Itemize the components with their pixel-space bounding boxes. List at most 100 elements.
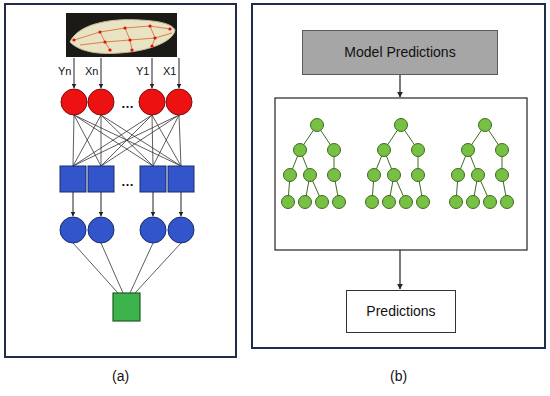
landmark bbox=[72, 38, 75, 41]
tree-node bbox=[400, 196, 413, 209]
input-arrow bbox=[74, 58, 75, 88]
coordinate-label: X1 bbox=[163, 66, 176, 77]
wing-vein bbox=[150, 26, 155, 46]
connection bbox=[101, 115, 102, 166]
flow-arrow bbox=[399, 75, 400, 97]
connection bbox=[73, 115, 101, 166]
input-arrow bbox=[152, 58, 153, 88]
activation-arrow bbox=[101, 192, 102, 216]
tree-node bbox=[333, 196, 346, 209]
connection bbox=[153, 115, 179, 166]
wing-vein bbox=[100, 32, 110, 50]
panel-label: (a) bbox=[112, 369, 129, 383]
landmark bbox=[168, 27, 171, 30]
landmark bbox=[108, 48, 111, 51]
tree-node bbox=[311, 119, 324, 132]
box-text: Model Predictions bbox=[340, 44, 459, 61]
tree-node bbox=[484, 196, 497, 209]
output-box: Predictions bbox=[346, 290, 456, 333]
activation-arrows bbox=[73, 192, 181, 216]
activation-neuron bbox=[140, 217, 166, 243]
tree-node bbox=[284, 169, 297, 182]
tree-node bbox=[328, 169, 341, 182]
decision-tree bbox=[450, 119, 514, 209]
ellipsis: … bbox=[121, 97, 134, 110]
activation-arrow bbox=[73, 192, 74, 216]
tree-node bbox=[496, 144, 509, 157]
wing-veins bbox=[74, 26, 172, 50]
panel-frame bbox=[252, 4, 545, 348]
tree-node bbox=[316, 196, 329, 209]
ellipsis: … bbox=[121, 175, 134, 188]
wing-photo bbox=[66, 13, 177, 57]
tree-node bbox=[462, 144, 475, 157]
tree-node bbox=[388, 169, 401, 182]
hidden-unit bbox=[60, 166, 86, 192]
decision-tree bbox=[366, 119, 430, 209]
box-text: Predictions bbox=[362, 303, 439, 320]
landmark bbox=[98, 30, 101, 33]
tree-node bbox=[328, 144, 341, 157]
decision-tree bbox=[282, 119, 346, 209]
activation-neuron bbox=[60, 217, 86, 243]
tree-node bbox=[452, 169, 465, 182]
landmark bbox=[123, 26, 126, 29]
flow-arrow bbox=[399, 250, 400, 289]
connection bbox=[179, 115, 181, 166]
input-neuron bbox=[88, 89, 114, 115]
tree-node bbox=[472, 169, 485, 182]
input-neuron bbox=[139, 89, 165, 115]
input-neuron bbox=[61, 89, 87, 115]
landmark bbox=[103, 40, 106, 43]
landmark bbox=[150, 44, 153, 47]
coordinate-label: Yn bbox=[58, 66, 71, 77]
input-box: Model Predictions bbox=[302, 30, 498, 75]
connection bbox=[135, 243, 181, 293]
activation-layer bbox=[60, 217, 194, 243]
tree-node bbox=[299, 196, 312, 209]
landmark bbox=[130, 48, 133, 51]
tree-node bbox=[501, 196, 514, 209]
landmark bbox=[153, 36, 156, 39]
tree-node bbox=[450, 196, 463, 209]
tree-node bbox=[496, 169, 509, 182]
hidden-unit bbox=[168, 166, 194, 192]
input-layer bbox=[61, 89, 192, 115]
hidden-unit bbox=[88, 166, 114, 192]
output-unit bbox=[113, 293, 140, 321]
activation-arrow bbox=[181, 192, 182, 216]
connection bbox=[73, 115, 74, 166]
connection bbox=[101, 115, 153, 166]
output-connections bbox=[73, 243, 181, 293]
tree-node bbox=[378, 144, 391, 157]
panel-frame bbox=[5, 4, 236, 357]
tree-node bbox=[366, 196, 379, 209]
tree-node bbox=[417, 196, 430, 209]
connection bbox=[152, 115, 153, 166]
connection bbox=[101, 243, 123, 293]
activation-arrow bbox=[153, 192, 154, 216]
hidden-unit bbox=[140, 166, 166, 192]
wing-vein bbox=[80, 33, 172, 45]
activation-neuron bbox=[88, 217, 114, 243]
connection bbox=[73, 243, 118, 293]
tree-node bbox=[383, 196, 396, 209]
connection bbox=[152, 115, 181, 166]
landmark bbox=[128, 38, 131, 41]
hidden-layer bbox=[60, 166, 194, 192]
tree-node bbox=[412, 169, 425, 182]
landmark bbox=[148, 24, 151, 27]
input-arrow bbox=[179, 58, 180, 88]
connection bbox=[74, 115, 101, 166]
panel-label: (b) bbox=[390, 369, 407, 383]
input-arrows bbox=[74, 58, 179, 88]
tree-node bbox=[467, 196, 480, 209]
tree-node bbox=[368, 169, 381, 182]
tree-node bbox=[282, 196, 295, 209]
wing-shape bbox=[70, 20, 175, 54]
tree-node bbox=[479, 119, 492, 132]
coordinate-label: Xn bbox=[85, 66, 98, 77]
wing-vein bbox=[125, 28, 132, 50]
landmark-dots bbox=[72, 24, 171, 51]
trees bbox=[282, 119, 514, 209]
